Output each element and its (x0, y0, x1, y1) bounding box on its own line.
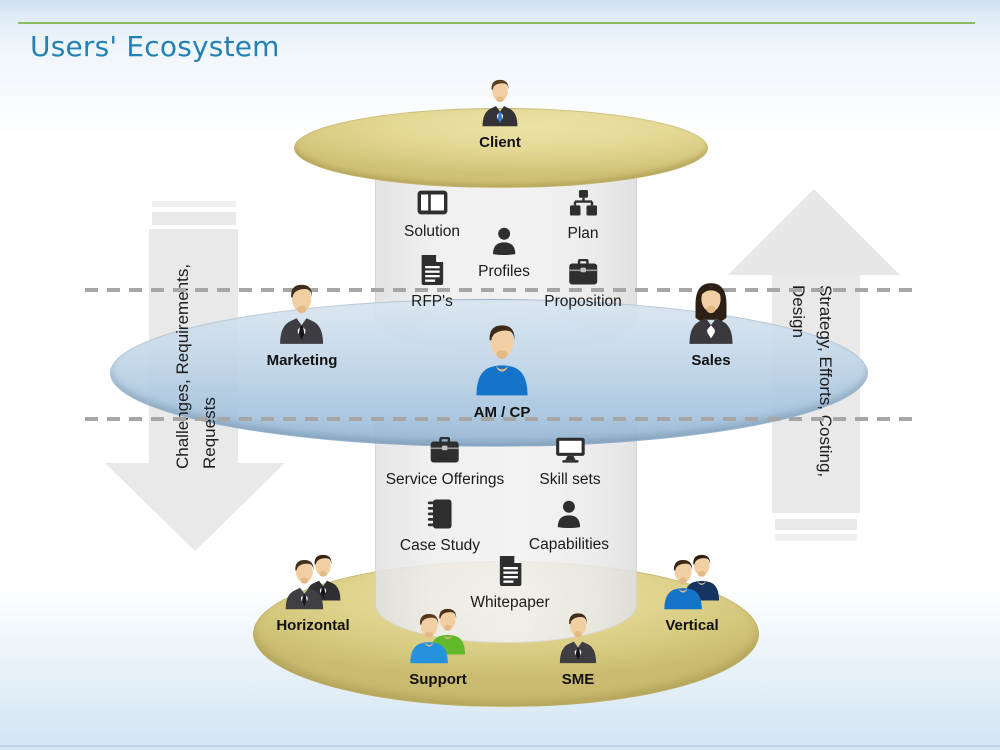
upper-dashed-line (85, 288, 912, 292)
capabilities-label: Capabilities (528, 536, 610, 553)
horizontal-label: Horizontal (276, 617, 350, 634)
down-arrow-tail-segment (152, 212, 236, 225)
capabilities-item: Capabilities (529, 500, 609, 554)
blue-shirt-man-icon (464, 315, 540, 398)
down-arrow-label-line1: Challenges, Requirements, (173, 263, 192, 469)
up-arrow-tail-segment (775, 519, 857, 530)
whitepaper-label: Whitepaper (470, 594, 550, 611)
bottom-edge-line (0, 745, 1000, 747)
skill-sets-label: Skill sets (539, 471, 601, 488)
plan-label: Plan (567, 225, 599, 242)
solution-item: Solution (404, 190, 460, 241)
user-silhouette-icon (491, 227, 517, 255)
page-title: Users' Ecosystem (30, 30, 280, 63)
skill-sets-item: Skill sets (539, 437, 601, 489)
profiles-item: Profiles (478, 227, 530, 281)
up-arrow-tail-segment (775, 534, 857, 541)
support-group: Support (403, 603, 473, 688)
service-offerings-item: Service Offerings (385, 436, 505, 489)
down-arrow-tail-segment (152, 201, 236, 207)
business-man-icon (270, 276, 334, 346)
notebook-icon (427, 499, 453, 529)
am-cp-label: AM / CP (473, 404, 531, 421)
rfps-label: RFP's (411, 293, 453, 310)
business-man-icon (551, 606, 605, 665)
lower-dashed-line (85, 417, 912, 421)
briefcase-icon (430, 436, 460, 463)
monitor-icon (555, 437, 585, 463)
org-chart-icon (568, 190, 598, 217)
rfps-item: RFP's (411, 255, 453, 311)
down-arrow-head (105, 463, 285, 551)
title-divider-line (18, 22, 975, 24)
user-silhouette-icon (556, 500, 582, 528)
blue-shirts-pair-icon (657, 549, 727, 611)
vertical-group: Vertical (657, 549, 727, 634)
marketing-label: Marketing (266, 352, 338, 369)
down-arrow-label: Challenges, Requirements, Requests (169, 209, 223, 469)
service-offerings-label: Service Offerings (385, 471, 505, 488)
lower-cylinder (375, 419, 637, 643)
proposition-item: Proposition (544, 258, 622, 311)
document-icon (497, 556, 523, 586)
profiles-label: Profiles (478, 263, 530, 280)
client-label: Client (479, 134, 521, 151)
horizontal-group: Horizontal (276, 549, 350, 634)
window-icon (416, 190, 447, 215)
case-study-item: Case Study (400, 499, 480, 555)
case-study-label: Case Study (399, 537, 481, 554)
document-icon (419, 255, 445, 285)
support-label: Support (409, 671, 467, 688)
casual-pair-icon (403, 603, 473, 665)
plan-item: Plan (567, 190, 599, 243)
proposition-label: Proposition (544, 293, 622, 310)
down-arrow-label-line2: Requests (200, 397, 219, 469)
solution-label: Solution (403, 223, 461, 240)
business-man-icon (474, 73, 526, 128)
business-men-pair-icon (278, 549, 348, 611)
up-arrow-head (728, 189, 900, 275)
whitepaper-item: Whitepaper (470, 556, 550, 612)
sales-label: Sales (691, 352, 731, 369)
briefcase-icon (568, 258, 598, 285)
marketing-person: Marketing (266, 276, 338, 369)
business-woman-icon (679, 276, 743, 346)
client-person: Client (474, 73, 526, 151)
sales-person: Sales (679, 276, 743, 369)
am-cp-person: AM / CP (464, 315, 540, 421)
vertical-label: Vertical (665, 617, 719, 634)
sme-label: SME (561, 671, 595, 688)
sme-person: SME (551, 606, 605, 688)
